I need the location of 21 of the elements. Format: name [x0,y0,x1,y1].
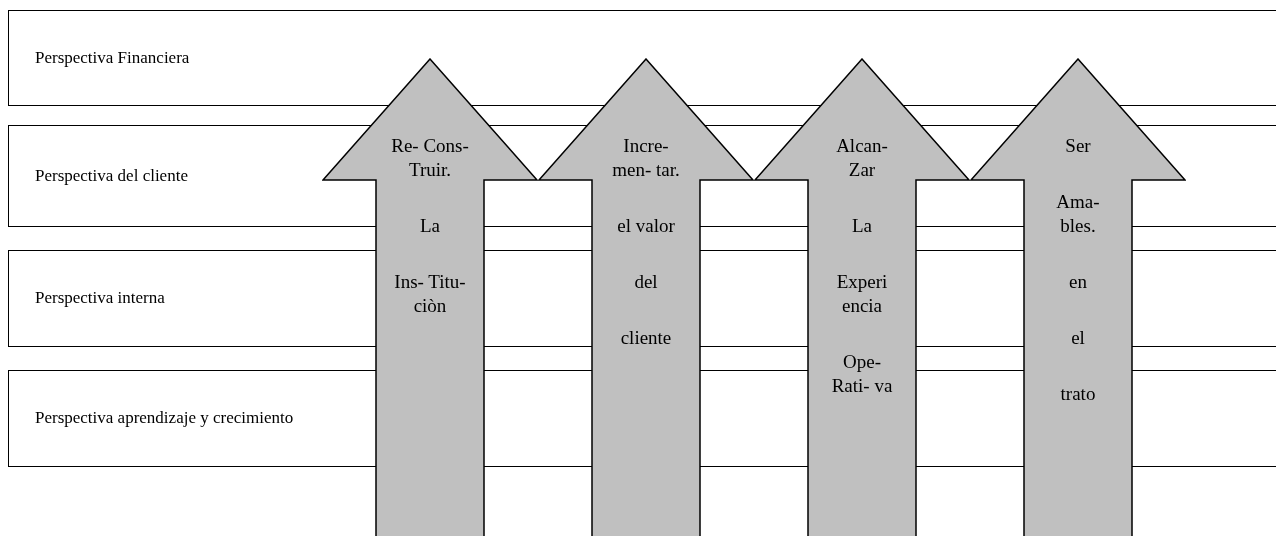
arrow-label: Ser [1064,134,1092,158]
arrow-label: Ama- bles. [1055,190,1101,238]
band-label: Perspectiva aprendizaje y crecimiento [35,407,295,429]
arrow-label: Ope- Rati- va [830,350,894,398]
arrow-label: Ins- Titu- ciòn [393,270,467,318]
arrow-label: del [633,270,659,294]
arrow-label: Re- Cons- Truir. [390,134,470,182]
band-label: Perspectiva Financiera [35,46,191,69]
arrow-label: el [1070,326,1086,350]
arrow-label: cliente [619,326,673,350]
arrow-label: Incre- men- tar. [611,134,681,182]
arrow-label: Alcan- Zar [835,134,889,182]
arrow-label: La [418,214,441,238]
arrow-label: el valor [616,214,676,238]
arrow-label: La [850,214,873,238]
band-label: Perspectiva del cliente [35,164,189,187]
arrow-label: trato [1059,382,1097,406]
band-label: Perspectiva interna [35,287,166,309]
arrow-label: en [1068,270,1088,294]
arrow-label: Experi encia [835,270,889,318]
perspective-band [8,10,1276,106]
